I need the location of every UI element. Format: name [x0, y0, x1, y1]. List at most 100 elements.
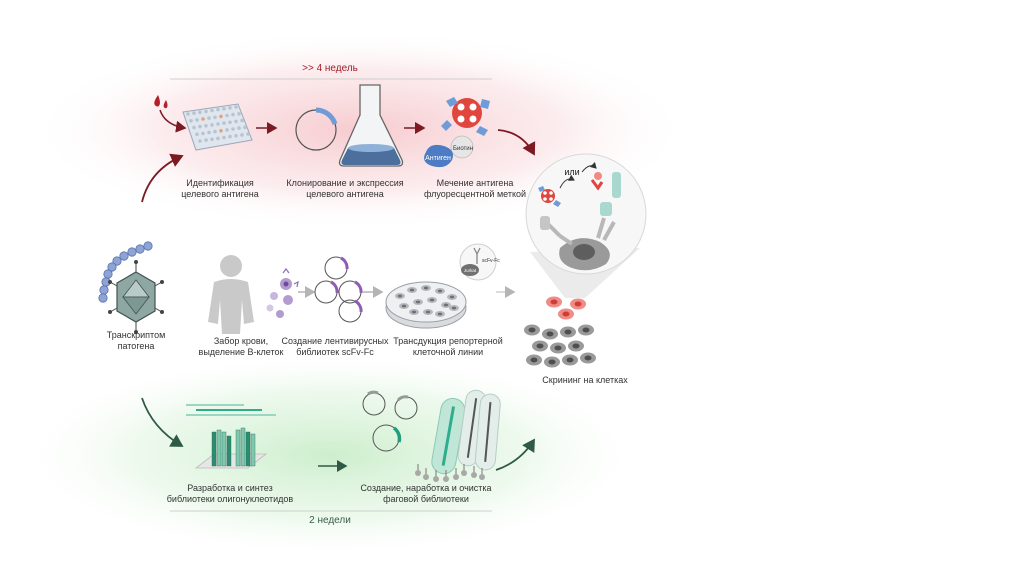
- screening-cell: [558, 308, 574, 320]
- oligo-lines-icon: [186, 404, 276, 416]
- plate-well: [192, 111, 196, 115]
- plasmid-icon: [295, 107, 338, 151]
- plate-well: [240, 133, 244, 137]
- plate-well: [195, 118, 199, 122]
- rna-beads-icon: [98, 241, 153, 303]
- label-blood: Забор крови,выделение В-клеток: [198, 336, 284, 357]
- phage-tail-tip: [415, 470, 421, 476]
- plate-well: [210, 108, 214, 113]
- screening-cell: [524, 324, 540, 336]
- rna-bead: [135, 244, 145, 254]
- screening-cell: [550, 342, 566, 354]
- plate-well: [225, 128, 229, 132]
- screening-cell: [580, 352, 596, 364]
- plate-well: [234, 105, 238, 109]
- oligo-column: [250, 433, 256, 467]
- rna-bead: [143, 241, 153, 251]
- dish-cell: [447, 294, 457, 300]
- blood-to-plate-arrow: [159, 109, 187, 133]
- phage-tail-tip: [423, 474, 429, 480]
- phage-plasmids-icon: [362, 390, 418, 452]
- arrow-pathogen-to-top: [141, 153, 184, 203]
- virus-icon: [108, 260, 164, 334]
- plate-well: [204, 138, 208, 142]
- plate-well: [231, 112, 235, 117]
- screening-cell: [562, 354, 578, 366]
- plate-well: [186, 112, 190, 116]
- b-cells-icon: [266, 268, 299, 318]
- screening-cell: [546, 296, 562, 308]
- phage-tail-tip: [433, 476, 439, 482]
- bottom-duration-label: 2 недели: [309, 515, 351, 526]
- dish-cell: [427, 297, 437, 303]
- oligo-column: [221, 431, 227, 467]
- plate-well: [234, 119, 238, 124]
- plate-well: [198, 139, 202, 143]
- screening-cell: [544, 356, 560, 368]
- screening-cell: [568, 340, 584, 352]
- arrow-labeling-to-screening: [497, 129, 536, 156]
- labeled-antigen-icon: [424, 97, 490, 168]
- screening-cell: [560, 326, 576, 338]
- oligo-column: [240, 427, 246, 467]
- dish-cell: [421, 285, 431, 291]
- petri-dish-icon: [385, 281, 467, 329]
- rna-bead: [127, 247, 137, 257]
- dish-cell: [435, 311, 445, 317]
- rna-bead: [103, 269, 113, 279]
- phage-particles-icon: [415, 389, 501, 482]
- phage-tail-tip: [453, 474, 459, 480]
- or-callout: или: [564, 167, 579, 177]
- plate-well: [201, 131, 205, 136]
- dish-cell: [441, 302, 451, 308]
- screening-cells-icon: [524, 296, 596, 368]
- dish-cell: [399, 303, 409, 309]
- plate-well: [207, 130, 211, 135]
- oligo-column: [245, 431, 251, 467]
- plate-well: [201, 117, 205, 121]
- top-duration-label: >> 4 недель: [302, 63, 358, 74]
- dish-cell: [409, 309, 419, 315]
- rna-bead: [98, 293, 108, 303]
- plate-well: [234, 134, 238, 138]
- phage-tail-tip: [479, 474, 485, 480]
- phage-tail-tip: [461, 470, 467, 476]
- plate-well: [216, 107, 220, 112]
- plate-well: [222, 121, 226, 125]
- scfv-callout: scFv-Fc: [482, 258, 500, 264]
- plate-well: [213, 115, 217, 120]
- plate-well: [246, 132, 250, 136]
- well-plate-icon: [182, 103, 253, 151]
- plate-well: [204, 124, 208, 128]
- donor-silhouette-icon: [208, 255, 254, 334]
- screening-cell: [578, 324, 594, 336]
- plate-well: [228, 106, 232, 110]
- screening-cell: [542, 328, 558, 340]
- flask-icon: [338, 84, 404, 167]
- screening-cell: [526, 354, 542, 366]
- plate-well: [228, 120, 232, 125]
- arrow-phage-to-screening: [495, 438, 535, 471]
- plate-well: [198, 110, 202, 115]
- dish-cell: [435, 288, 445, 294]
- plate-well: [219, 129, 223, 133]
- biotin-callout: Биотин: [453, 146, 473, 152]
- label-screening: Скрининг на клетках: [542, 375, 628, 385]
- screening-cell: [570, 298, 586, 310]
- plate-well: [198, 124, 202, 129]
- rna-bead: [119, 251, 129, 261]
- phage-tail-tip: [471, 472, 477, 478]
- plate-well: [216, 122, 220, 126]
- plate-well: [237, 112, 241, 116]
- plate-well: [189, 119, 193, 123]
- rna-bead: [112, 256, 122, 266]
- plate-well: [210, 137, 214, 142]
- plate-well: [222, 135, 226, 140]
- plate-well: [195, 132, 199, 137]
